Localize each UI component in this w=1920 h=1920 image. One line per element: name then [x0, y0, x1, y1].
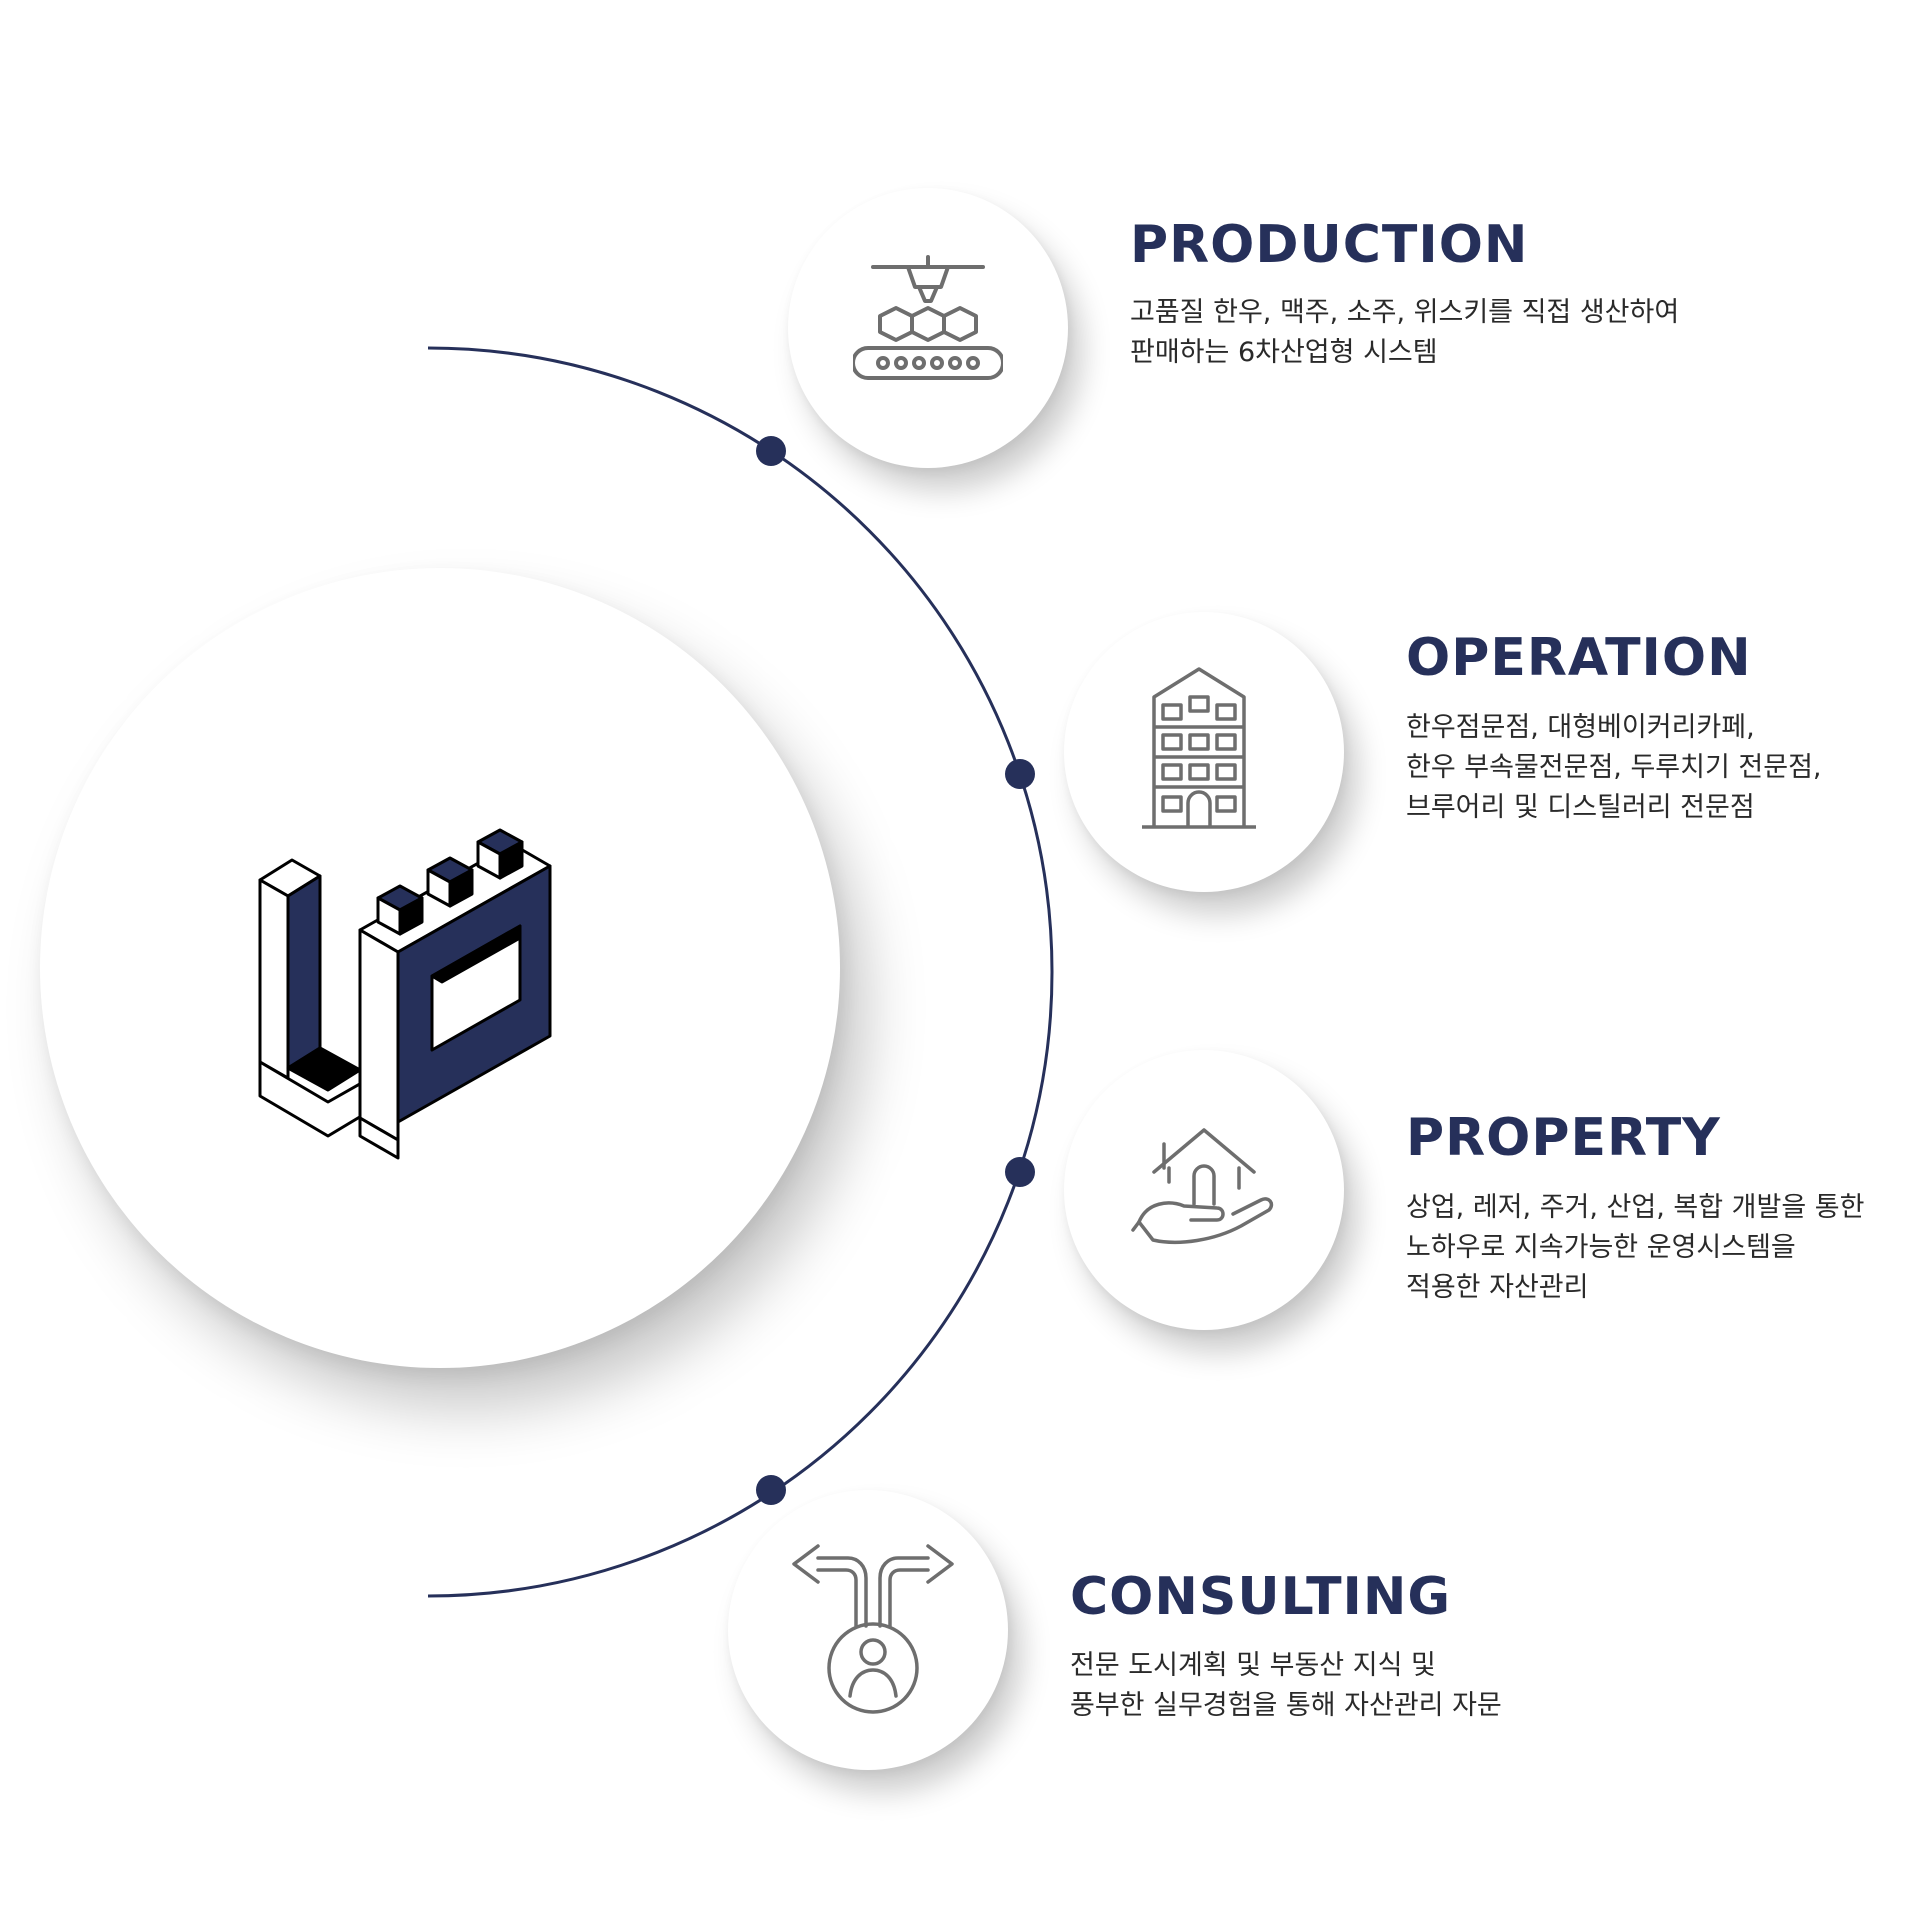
consulting-description-line: 전문 도시계획 및 부동산 지식 및	[1070, 1650, 1436, 1681]
split-direction-person-icon	[792, 1544, 954, 1714]
operation-description-line: 한우점문점, 대형베이커리카페,	[1406, 712, 1755, 743]
house-in-hand-icon	[1131, 1128, 1274, 1245]
property-description-line: 노하우로 지속가능한 운영시스템을	[1406, 1232, 1796, 1263]
production-icon-circle	[788, 188, 1068, 468]
consulting-icon-circle	[728, 1490, 1008, 1770]
building-icon	[1142, 667, 1256, 829]
arc-node-operation	[1005, 759, 1035, 789]
operation-description-line: 브루어리 및 디스틸러리 전문점	[1406, 792, 1755, 823]
logo-circle	[40, 568, 840, 1368]
consulting-description: 전문 도시계획 및 부동산 지식 및 풍부한 실무경험을 통해 자산관리 자문	[1070, 1646, 1502, 1726]
consulting-title: CONSULTING	[1070, 1567, 1452, 1627]
production-description-line: 고품질 한우, 맥주, 소주, 위스키를 직접 생산하여	[1130, 297, 1680, 328]
property-description-line: 상업, 레저, 주거, 산업, 복합 개발을 통한	[1406, 1192, 1865, 1223]
production-description-line: 판매하는 6차산업형 시스템	[1130, 337, 1438, 368]
arc-node-consulting	[756, 1475, 786, 1505]
property-title: PROPERTY	[1406, 1108, 1721, 1168]
operation-description-line: 한우 부속물전문점, 두루치기 전문점,	[1406, 752, 1822, 783]
property-description: 상업, 레저, 주거, 산업, 복합 개발을 통한 노하우로 지속가능한 운영시…	[1406, 1188, 1864, 1308]
property-icon-circle	[1064, 1050, 1344, 1330]
property-description-line: 적용한 자산관리	[1406, 1272, 1589, 1303]
timeline-arc	[427, 346, 1054, 1598]
conveyor-production-icon	[853, 255, 1003, 380]
production-description: 고품질 한우, 맥주, 소주, 위스키를 직접 생산하여 판매하는 6차산업형 …	[1130, 293, 1679, 373]
consulting-description-line: 풍부한 실무경험을 통해 자산관리 자문	[1070, 1690, 1502, 1721]
production-title: PRODUCTION	[1130, 215, 1529, 275]
operation-description: 한우점문점, 대형베이커리카페, 한우 부속물전문점, 두루치기 전문점, 브루…	[1406, 708, 1822, 828]
arc-node-production	[756, 436, 786, 466]
arc-node-property	[1005, 1157, 1035, 1187]
operation-icon-circle	[1064, 612, 1344, 892]
up-logo-isometric-icon	[258, 828, 552, 1160]
operation-title: OPERATION	[1406, 628, 1752, 688]
